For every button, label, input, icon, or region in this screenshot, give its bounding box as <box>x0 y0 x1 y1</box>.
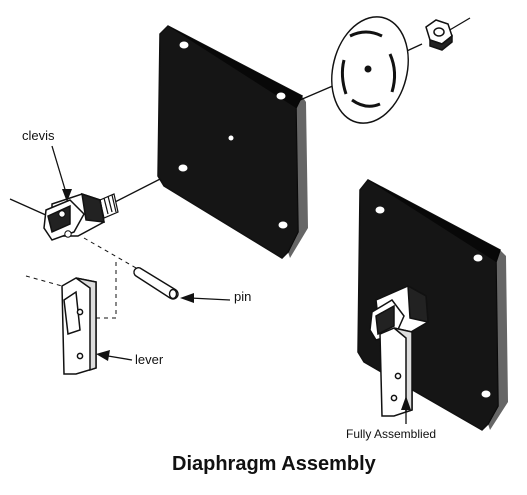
hex-nut <box>425 19 453 51</box>
assembled-clevis-and-lever <box>369 284 429 417</box>
clevis-leader-arrow <box>51 145 72 202</box>
fully-assembled-leader-arrow <box>401 396 411 424</box>
plate-center-hole <box>228 135 234 141</box>
plate-hole <box>179 41 189 49</box>
assembly-guide-lines <box>25 237 137 319</box>
plate-hole <box>178 164 188 172</box>
plate-hole <box>278 221 288 229</box>
clevis <box>43 192 105 241</box>
plate-hole <box>473 254 483 262</box>
lever-label: lever <box>135 352 164 367</box>
backing-disc <box>331 16 409 124</box>
pin <box>133 267 179 300</box>
fully-assembled-label: Fully Assemblied <box>346 427 437 441</box>
lever <box>61 277 97 375</box>
plate-hole <box>481 390 491 398</box>
lever-leader-arrow <box>96 350 133 361</box>
clevis-label: clevis <box>22 128 55 143</box>
pin-leader-arrow <box>180 293 231 303</box>
clevis-feed-line <box>9 198 49 217</box>
figure-title: Diaphragm Assembly <box>172 453 376 475</box>
plate-hole <box>375 206 385 214</box>
plate-hole <box>276 92 286 100</box>
diaphragm-plate <box>157 25 308 259</box>
pin-label: pin <box>234 289 252 304</box>
